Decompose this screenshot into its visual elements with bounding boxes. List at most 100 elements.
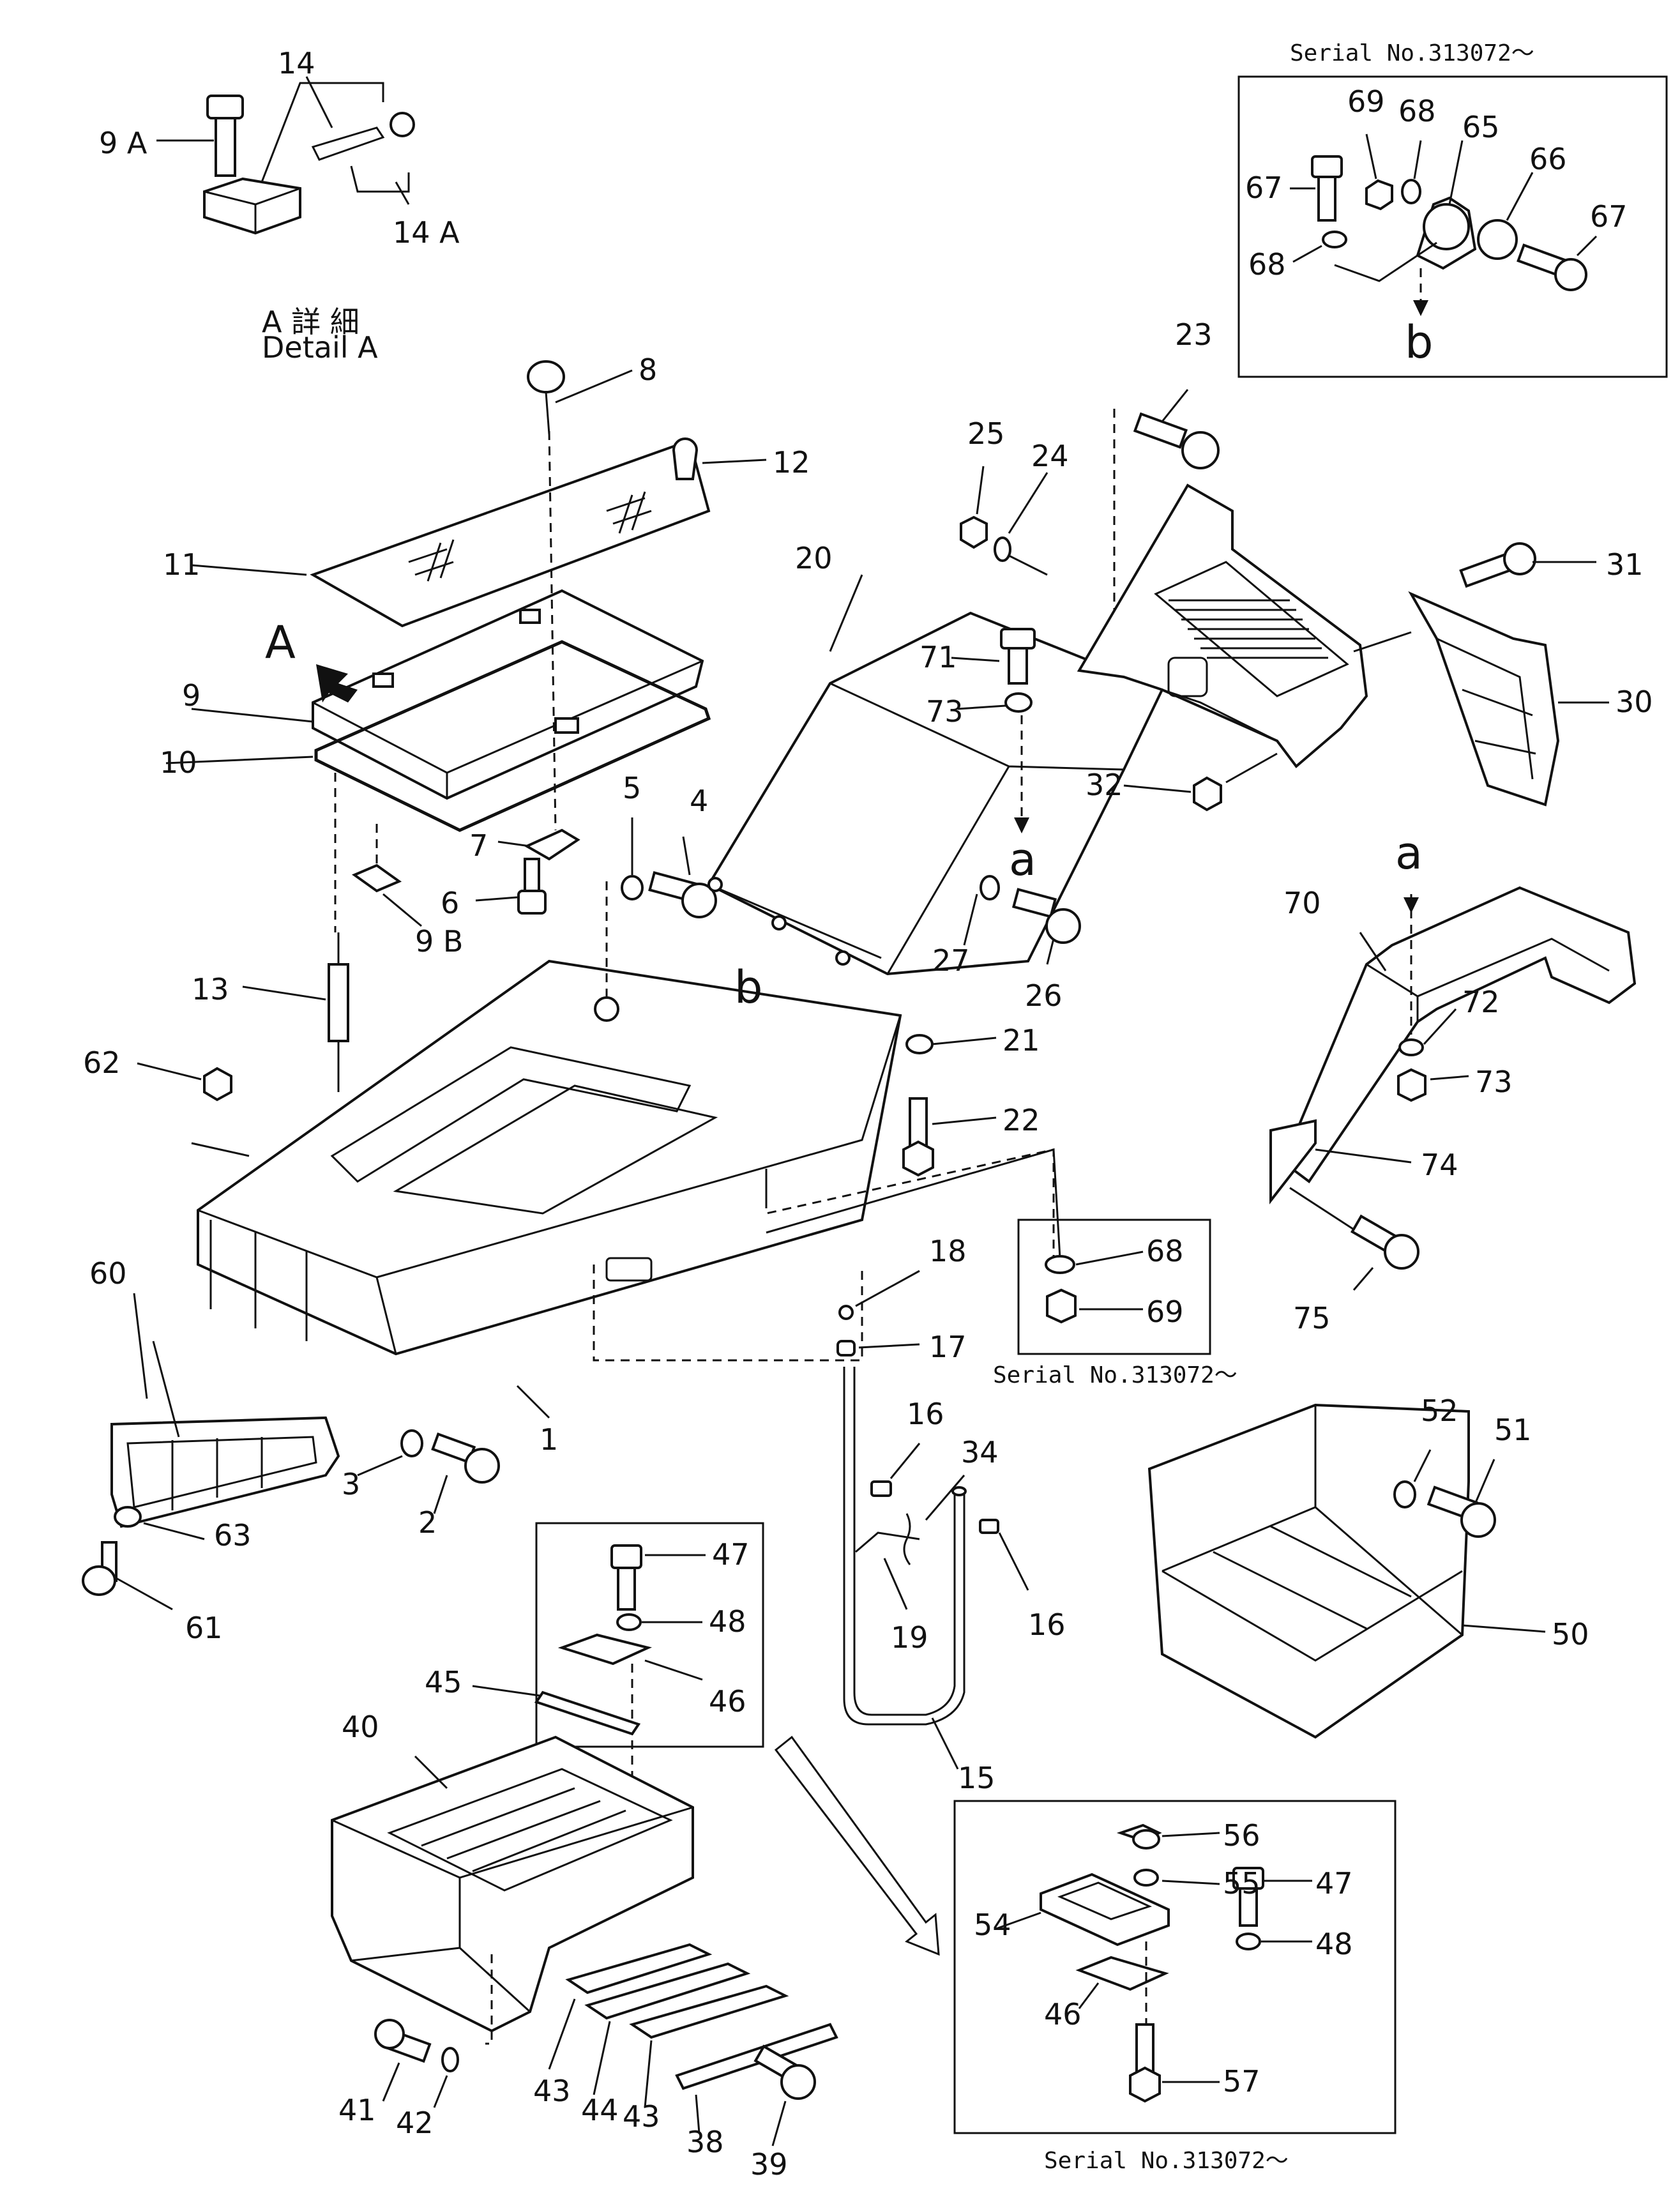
view-letter-a1: a [1009, 833, 1036, 886]
guard-60 [82, 1062, 340, 1611]
callout-c27: 27 [932, 943, 970, 978]
callout-c45: 45 [425, 1665, 462, 1699]
callout-c42: 42 [396, 2106, 434, 2140]
callout-c73b: 73 [1475, 1065, 1513, 1099]
bolt-21-22 [766, 1034, 1211, 1355]
callout-c12: 12 [773, 445, 810, 480]
callout-c41: 41 [338, 2093, 376, 2127]
callout-c48a: 48 [709, 1604, 746, 1639]
callout-c54: 54 [974, 1908, 1011, 1942]
callout-c47a: 47 [712, 1537, 750, 1572]
callout-c47b: 47 [1315, 1866, 1353, 1901]
tray-50 [1147, 1403, 1546, 1739]
view-arrow [774, 1735, 940, 1956]
callout-c18: 18 [929, 1234, 967, 1268]
callout-c46b: 46 [1044, 1997, 1082, 2032]
serial-box-bottom [953, 1800, 1396, 2134]
callout-c43b: 43 [623, 2099, 660, 2134]
serial-note-middle: Serial No.313072～ [993, 1362, 1237, 1388]
callout-c46a: 46 [709, 1684, 746, 1719]
callout-c52: 52 [1421, 1394, 1458, 1428]
callout-c62: 62 [83, 1045, 121, 1080]
serial-note-top: Serial No.313072～ [1290, 40, 1534, 66]
callout-c34: 34 [961, 1435, 999, 1470]
callout-c51: 51 [1494, 1413, 1532, 1447]
callout-c69b: 69 [1347, 84, 1385, 119]
callout-c75: 75 [1293, 1301, 1331, 1335]
serial-note-bottom: Serial No.313072～ [1044, 2148, 1289, 2174]
callout-c6: 6 [441, 886, 459, 920]
callout-c11: 11 [163, 547, 201, 582]
bolt-2-3 [357, 1429, 500, 1514]
callout-c69a: 69 [1146, 1295, 1184, 1329]
view-letter-b1: b [1405, 316, 1433, 368]
view-letter-b2: b [734, 961, 762, 1014]
callout-c56: 56 [1223, 1818, 1260, 1853]
cover-20 [707, 466, 1164, 976]
callout-c43a: 43 [533, 2074, 571, 2108]
serial-box-mid [472, 1522, 764, 1820]
fender-70 [1269, 886, 1637, 1291]
callout-c39: 39 [750, 2147, 788, 2182]
callout-c30: 30 [1616, 685, 1653, 719]
callout-c66: 66 [1529, 142, 1567, 176]
callout-c25: 25 [967, 416, 1005, 451]
callout-c48b: 48 [1315, 1927, 1353, 1961]
view-letter-A: A [265, 616, 296, 669]
callout-c20: 20 [795, 541, 833, 575]
callout-c13: 13 [192, 972, 229, 1007]
step-assembly [1077, 389, 1609, 812]
callout-c8: 8 [639, 353, 657, 387]
callout-c2: 2 [418, 1505, 437, 1540]
main-frame [197, 959, 1055, 1419]
callout-c68c: 68 [1248, 247, 1286, 282]
callout-c22: 22 [1003, 1103, 1040, 1137]
callout-c40: 40 [342, 1710, 379, 1744]
detail-a-line2: Detail A [262, 330, 378, 365]
callout-c60: 60 [89, 1256, 127, 1291]
callout-c4: 4 [690, 784, 708, 818]
callout-c71: 71 [919, 640, 957, 674]
callout-c16a: 16 [907, 1397, 944, 1431]
callout-c31: 31 [1606, 547, 1644, 582]
detail-a-line1: A 詳 細 [262, 305, 359, 339]
callout-c32: 32 [1086, 768, 1123, 802]
bolt-4-5 [605, 817, 717, 1003]
callout-c5: 5 [623, 771, 641, 805]
callout-c15: 15 [958, 1761, 995, 1795]
serial-box-top [1237, 75, 1668, 378]
callout-c26: 26 [1025, 978, 1063, 1013]
box-40 [331, 1735, 694, 2108]
callout-c67a: 67 [1245, 171, 1283, 205]
callout-c70: 70 [1283, 886, 1321, 920]
callout-c7: 7 [469, 828, 488, 863]
hinge-detail [156, 76, 415, 235]
callout-c63: 63 [214, 1518, 252, 1553]
callout-c50: 50 [1552, 1617, 1589, 1652]
callout-c72: 72 [1462, 985, 1500, 1019]
callout-c57: 57 [1223, 2064, 1260, 2099]
callout-c38: 38 [686, 2125, 724, 2159]
callout-c55: 55 [1223, 1866, 1260, 1901]
view-letter-a2: a [1395, 827, 1423, 879]
callout-c44: 44 [581, 2093, 619, 2127]
callout-c16b: 16 [1028, 1607, 1066, 1642]
callout-c14: 14 [278, 46, 315, 80]
callout-c61: 61 [185, 1611, 223, 1645]
callout-c73a: 73 [926, 694, 964, 729]
handrail-15 [836, 1270, 1029, 1770]
callout-c67b: 67 [1590, 199, 1628, 234]
callout-c68b: 68 [1398, 94, 1436, 128]
callout-c23: 23 [1175, 317, 1213, 352]
callout-c3: 3 [342, 1467, 360, 1501]
plates-43-44 [548, 1943, 838, 2146]
callout-c24: 24 [1031, 439, 1069, 473]
callout-c1: 1 [540, 1422, 558, 1457]
callout-c19: 19 [891, 1620, 928, 1655]
callout-c68a: 68 [1146, 1234, 1184, 1268]
lid-assembly [165, 360, 767, 1092]
callout-c14a: 14 A [393, 215, 460, 250]
callout-c21: 21 [1003, 1023, 1040, 1058]
